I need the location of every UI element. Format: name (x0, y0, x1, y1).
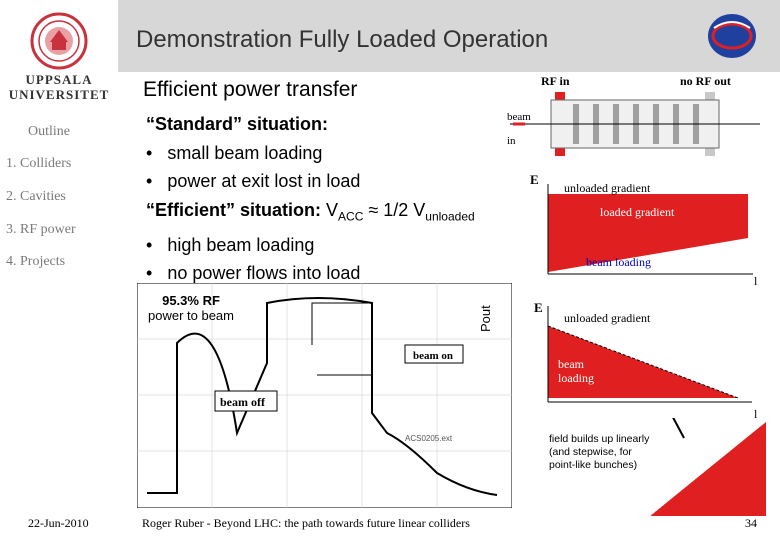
university-name-line1: UPPSALA (25, 72, 93, 87)
beam-off-label: beam off (220, 395, 266, 409)
loaded-gradient-label: loaded gradient (600, 205, 675, 219)
axis-e-label: E (530, 172, 539, 187)
standard-item: • small beam loading (146, 142, 323, 163)
page-number: 34 (745, 516, 757, 530)
beam-on-label: beam on (413, 350, 453, 362)
beam-label: beam (507, 111, 531, 123)
sidebar: UPPSALA UNIVERSITET Outline 1. Colliders… (0, 0, 118, 540)
field-note: field builds up linearly (and stepwise, … (549, 433, 650, 471)
outline-heading: Outline (28, 124, 70, 139)
efficient-heading: “Efficient” situation: VACC ≈ 1/2 Vunloa… (146, 199, 475, 224)
axis-l-label: l (754, 407, 758, 421)
page-title: Demonstration Fully Loaded Operation (136, 26, 549, 53)
outline-item-rf-power[interactable]: 3. RF power (6, 222, 76, 237)
rf-in-label: RF in (541, 74, 570, 88)
pout-axis-label: Pout (478, 305, 493, 332)
rf-out-label: no RF out (680, 74, 731, 88)
university-name-line2: UNIVERSITET (8, 87, 110, 102)
unloaded-gradient-label: unloaded gradient (564, 311, 651, 325)
beam-loading-label: beam (558, 357, 585, 371)
unloaded-gradient-label: unloaded gradient (564, 181, 651, 195)
outline-item-colliders[interactable]: 1. Colliders (6, 156, 72, 171)
university-seal-icon (30, 12, 88, 70)
axis-e-label: E (534, 300, 543, 315)
title-band (118, 0, 780, 72)
section-title: Efficient power transfer (143, 78, 358, 101)
ctf3-logo-icon (708, 14, 756, 58)
footer-date: 22-Jun-2010 (28, 516, 89, 530)
beam-in-label: in (507, 135, 516, 147)
beam-loading-label: beam loading (586, 255, 651, 269)
outline-item-projects[interactable]: 4. Projects (6, 254, 66, 269)
axis-l-label: l (754, 274, 758, 288)
footer-credit: Roger Ruber - Beyond LHC: the path towar… (142, 516, 470, 530)
beam-loading-label: loading (558, 371, 594, 385)
efficient-item: • high beam loading (146, 234, 315, 255)
rf-power-to-beam-label: 95.3% RF power to beam (148, 293, 234, 323)
loaded-gradient-label: loaded gradient (610, 339, 685, 353)
oscilloscope-trace: beam on beam off ACS0205.ext (137, 283, 512, 508)
standard-heading: “Standard” situation: (146, 114, 329, 134)
gradient-plot-bottom: E unloaded gradient loaded gradient beam… (534, 300, 758, 421)
outline-item-cavities[interactable]: 2. Cavities (6, 189, 66, 204)
cavity-diagram: RF in no RF out beam in (507, 74, 760, 156)
bullet-list: “Standard” situation: • small beam loadi… (146, 110, 475, 288)
file-label: ACS0205.ext (405, 434, 453, 443)
gradient-plot-top: E unloaded gradient loaded gradient beam… (530, 172, 758, 288)
field-staircase (650, 418, 767, 517)
efficient-item: • no power flows into load (146, 263, 361, 284)
standard-item: • power at exit lost in load (146, 171, 361, 191)
